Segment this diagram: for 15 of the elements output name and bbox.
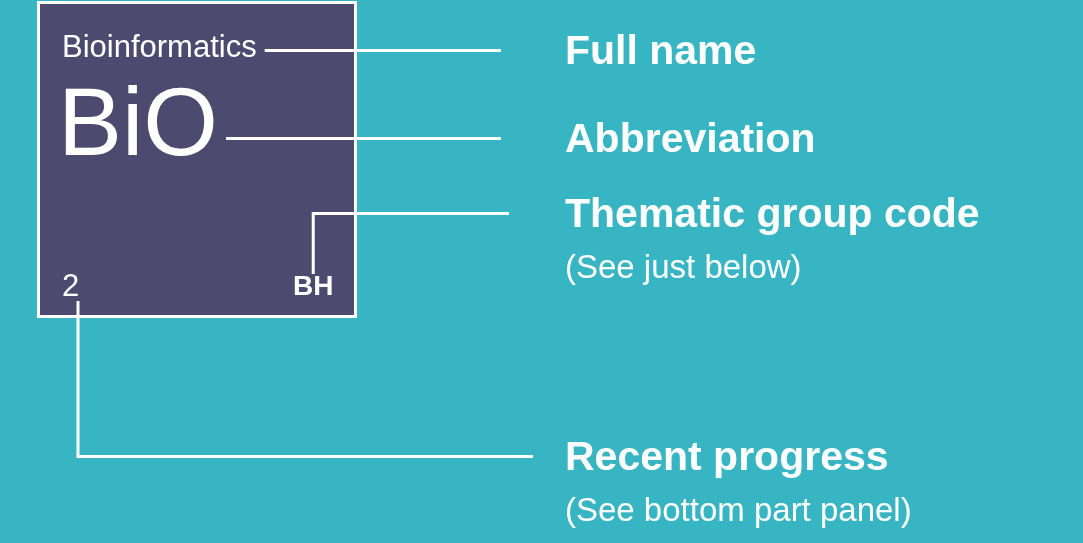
leader-line <box>226 137 501 140</box>
callout-label: Full name <box>565 30 757 71</box>
abbreviation-text: BiO <box>58 74 219 170</box>
full-name-text: Bioinformatics <box>62 31 257 62</box>
callout-label: Recent progress <box>565 436 889 477</box>
group-code-text: BH <box>293 272 334 300</box>
leader-line <box>311 212 509 274</box>
progress-number: 2 <box>62 270 80 301</box>
note-text: (See bottom part panel) <box>565 493 912 526</box>
leader-line <box>264 49 501 52</box>
leader-line <box>76 301 533 458</box>
note-text: (See just below) <box>565 250 802 283</box>
callout-label: Abbreviation <box>565 118 816 159</box>
callout-label: Thematic group code <box>565 193 980 234</box>
element-tile <box>37 1 357 318</box>
